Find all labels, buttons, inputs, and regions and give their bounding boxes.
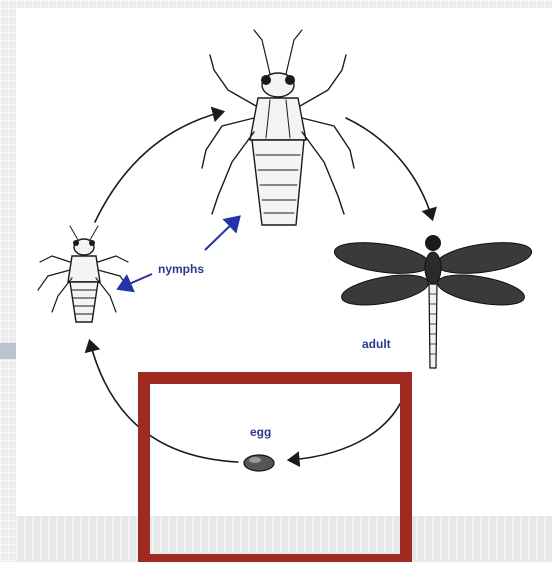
nymphs-pointer-arrow-to-large [205, 218, 238, 250]
adult-label: adult [362, 337, 391, 351]
egg-highlight-box [138, 372, 412, 562]
cycle-arrow-nymph-to-large-nymph [95, 112, 222, 222]
nymphs-pointer-arrow-to-small [120, 274, 152, 288]
large-nymph-illustration [202, 30, 354, 225]
nymphs-label: nymphs [158, 262, 204, 276]
cycle-arrow-large-nymph-to-adult [346, 118, 432, 218]
small-nymph-illustration [38, 226, 130, 322]
